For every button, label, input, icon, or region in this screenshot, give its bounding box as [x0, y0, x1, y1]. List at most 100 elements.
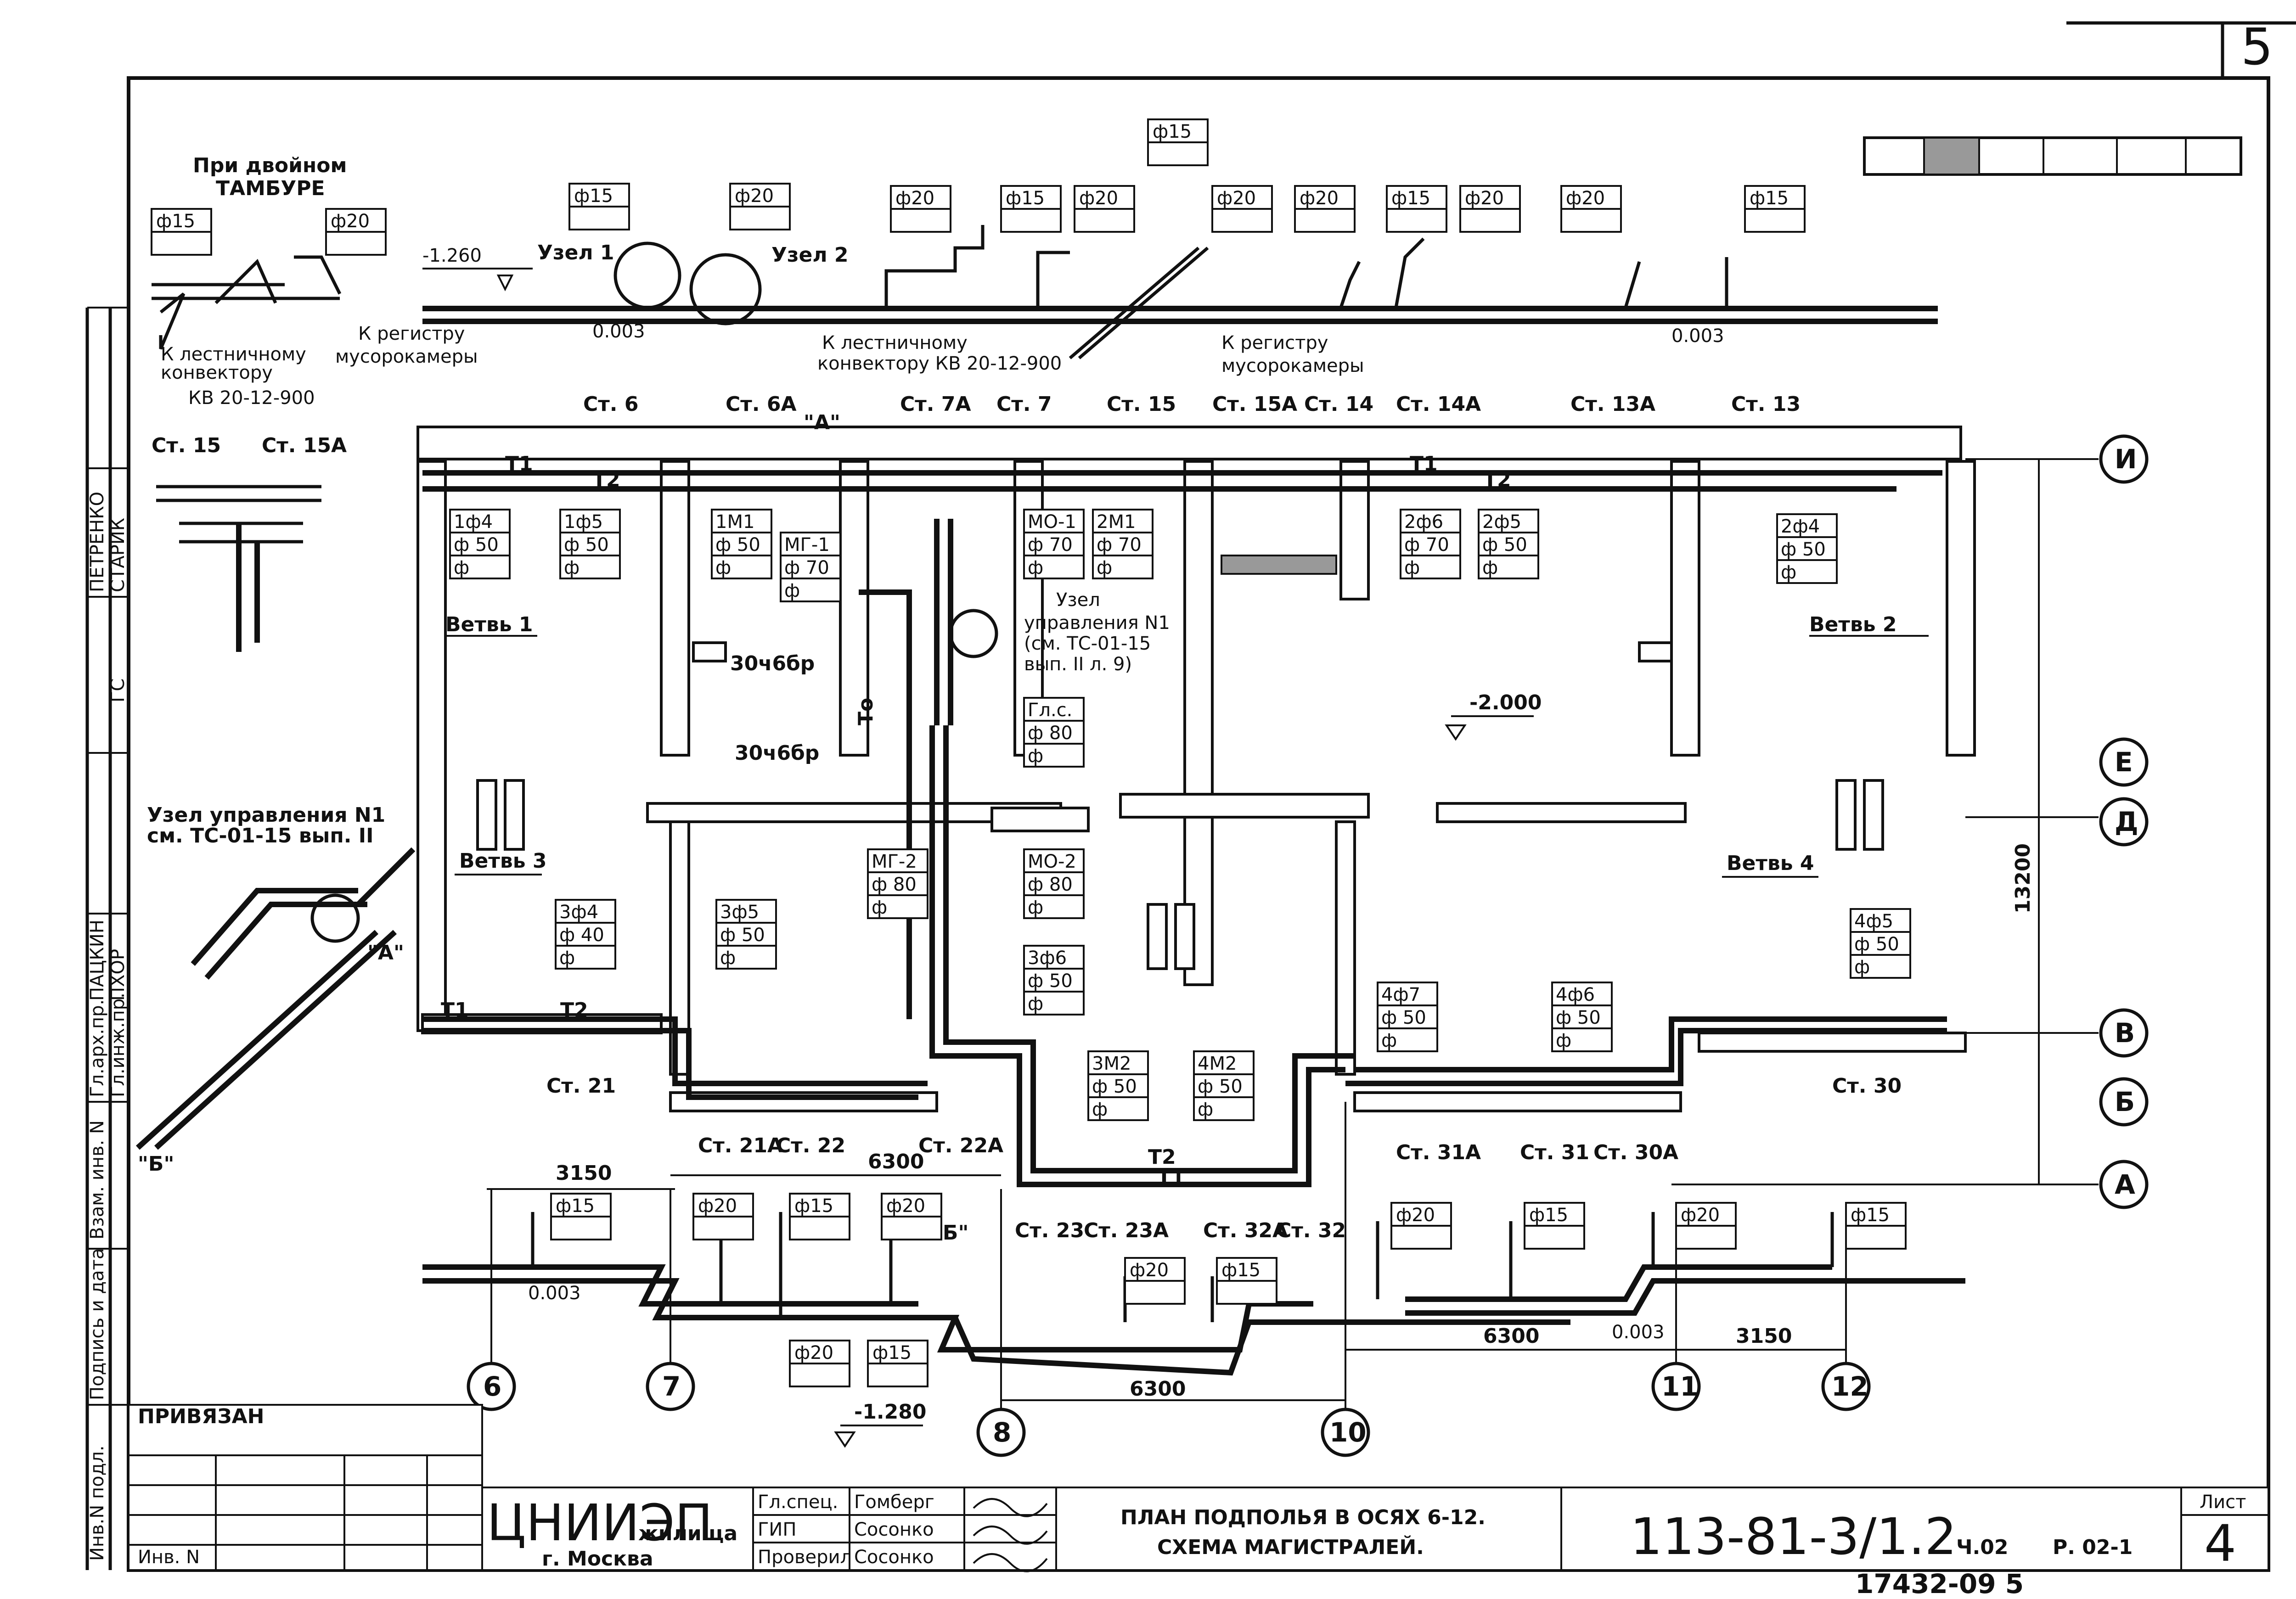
axis-label: 8: [993, 1417, 1011, 1448]
detail-mark-a: "А": [367, 941, 404, 965]
tag-dia: ф 50: [715, 534, 760, 555]
bottom-stamp: 17432-09 5: [1855, 1568, 2024, 1599]
axis-label: Е: [2115, 746, 2133, 778]
tag-blank: ф: [1028, 897, 1043, 918]
tag-blank: ф: [715, 557, 731, 578]
tag-dia: ф 50: [1028, 971, 1073, 992]
valve-label-2: 30ч6бр: [735, 741, 819, 765]
strip-label-6: ПАЦКИН: [87, 920, 108, 1001]
dia-tag: ф20: [895, 188, 934, 209]
strip-label-10: СТАРИК: [107, 518, 129, 592]
control-node-label-3: (см. ТС-01-15: [1024, 633, 1151, 654]
dia-tag: ф20: [331, 211, 370, 232]
doc-part: Ч.02: [1956, 1536, 2009, 1559]
strip-label-7: ПХОР: [107, 949, 129, 1001]
tag-id: 1ф5: [564, 511, 603, 533]
dia-tag: ф15: [1153, 121, 1192, 142]
slope-bottom-2: 0.003: [1612, 1322, 1665, 1343]
riser-label: Ст. 15А: [1212, 393, 1297, 416]
dia-tag: ф15: [156, 211, 195, 232]
level-mid: -2.000: [1469, 691, 1542, 714]
sheet-label: Лист: [2200, 1492, 2246, 1513]
tag-blank: ф: [1482, 557, 1498, 578]
tag-dia: ф 40: [559, 925, 604, 946]
tag-dia: ф 80: [872, 874, 917, 895]
control-node-detail: Узел управления N1 см. ТС-01-15 вып. II …: [135, 803, 416, 1176]
pipe-t2-label: Т2: [1483, 468, 1511, 492]
axis-label: В: [2115, 1017, 2135, 1049]
axis-label: 7: [662, 1371, 681, 1402]
strip-label-9: ПЕТРЕНКО: [87, 492, 108, 592]
slope-top-2: 0.003: [1671, 325, 1724, 347]
dim-label: 6300: [1483, 1324, 1539, 1348]
control-node-label-4: вып. II л. 9): [1024, 654, 1132, 675]
title-line-2: СХЕМА МАГИСТРАЛЕЙ.: [1157, 1535, 1424, 1559]
conv-label-2: конвектору КВ 20-12-900: [817, 353, 1062, 374]
axis-label: 12: [1831, 1371, 1868, 1402]
strip-label-1: Инв.N подл.: [87, 1445, 108, 1561]
control-node-label-2: управления N1: [1024, 612, 1170, 634]
signer-name: Сосонко: [854, 1519, 934, 1540]
pipe-t2-label: Т2: [1148, 1145, 1176, 1169]
axis-label: Д: [2115, 806, 2138, 837]
node1-circle: [613, 241, 681, 309]
level-top: -1.260: [422, 245, 482, 266]
strip-label-3: Взам. инв. N: [87, 1120, 108, 1240]
tambour-label: ТАМБУРЕ: [216, 177, 325, 200]
org-city: г. Москва: [542, 1547, 653, 1571]
riser-label: Ст. 15: [1107, 393, 1176, 416]
to-stair-conv-label: К лестничному: [161, 344, 306, 365]
pipe-t1-label: Т1: [1410, 452, 1438, 476]
branch-labels: Ветвь 1 Ветвь 2 Ветвь 3 Ветвь 4: [445, 613, 1929, 878]
control-node-label-1: Узел: [1056, 589, 1100, 611]
axis-label: А: [2115, 1169, 2135, 1200]
tag-blank: ф: [1028, 557, 1043, 578]
tag-blank: ф: [872, 897, 887, 918]
riser-label: Ст. 22А: [918, 1134, 1003, 1157]
node1-label: Узел 1: [537, 241, 614, 264]
tag-blank: ф: [1556, 1030, 1571, 1051]
dia-tag: ф20: [1130, 1260, 1169, 1281]
tag-blank: ф: [1028, 993, 1043, 1015]
to-register-label: К регистру: [358, 323, 465, 344]
dim-label: 3150: [556, 1161, 612, 1185]
tag-blank: ф: [1092, 1099, 1108, 1120]
tag-id: МГ-1: [784, 534, 830, 555]
garbage-label-2: мусорокамеры: [1221, 355, 1364, 376]
tag-id: МГ-2: [872, 851, 917, 872]
mark-a-top: "А": [804, 411, 840, 434]
plan-walls: [416, 426, 1976, 1112]
tag-dia: ф 50: [454, 534, 499, 555]
conv-label: конвектору: [161, 362, 273, 383]
tag-id: 4ф7: [1381, 984, 1420, 1005]
tag-dia: ф 80: [1028, 874, 1073, 895]
dia-tag: ф15: [872, 1342, 912, 1363]
kv1-label: КВ 20-12-900: [188, 387, 315, 409]
top-schematic: При двойном ТАМБУРЕ К лестничному конвек…: [152, 154, 1938, 409]
branch1-label: Ветвь 1: [445, 613, 533, 636]
dia-tag: ф20: [886, 1195, 925, 1217]
riser-label: Ст. 31А: [1396, 1141, 1481, 1164]
left-signature-strip: Инв.N подл. Подпись и дата Взам. инв. N …: [85, 307, 129, 1570]
strip-label-5: Гл.арх.пр.: [87, 999, 108, 1097]
dia-tag: ф15: [574, 185, 613, 207]
pipe-t0-label: То: [854, 698, 878, 725]
tag-id: 1ф4: [454, 511, 493, 533]
riser-label: Ст. 7: [996, 393, 1052, 416]
axis-label: 10: [1329, 1417, 1367, 1448]
doc-code: 113-81-3/1.2: [1630, 1507, 1957, 1566]
tag-blank: ф: [1198, 1099, 1213, 1120]
sheet-number-bottom: 4: [2204, 1514, 2236, 1573]
title-block: ПРИВЯЗАН Инв. N ЦНИИЭП жилища г. Москва …: [128, 1404, 2269, 1573]
branch4-label: Ветвь 4: [1727, 852, 1814, 875]
to-stair-conv-label-2: К лестничному: [822, 332, 968, 353]
dia-tag: ф15: [1006, 188, 1045, 209]
tag-dia: ф 50: [1482, 534, 1527, 555]
riser-label: Ст. 23А: [1084, 1219, 1169, 1242]
doc-section: Р. 02-1: [2053, 1536, 2133, 1559]
dia-tag: ф15: [1221, 1260, 1261, 1281]
tag-blank: ф: [784, 580, 800, 601]
branch3-label: Ветвь 3: [459, 849, 546, 873]
pipe-t2-label: Т2: [592, 468, 620, 492]
key-plan: [1863, 136, 2242, 176]
